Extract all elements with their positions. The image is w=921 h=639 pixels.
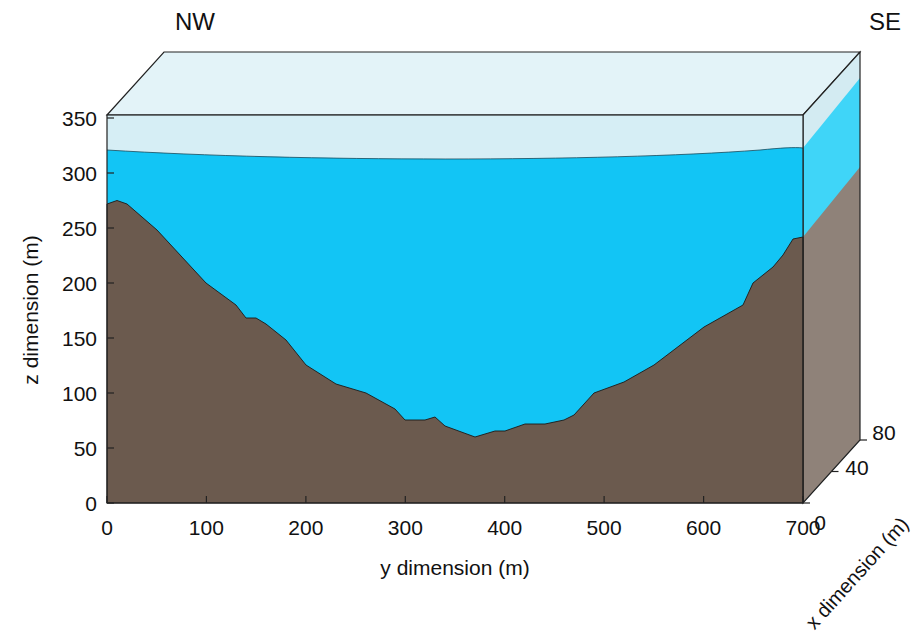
top-face xyxy=(107,52,860,115)
y-axis-ticks xyxy=(107,496,803,503)
tick-label: 0 xyxy=(85,493,97,514)
tick-label: 400 xyxy=(487,517,522,538)
tick-label: 0 xyxy=(101,517,113,538)
valley-terrain xyxy=(107,201,803,504)
tick-label: 250 xyxy=(62,218,97,239)
tick-label: 350 xyxy=(62,108,97,129)
tick-label: 40 xyxy=(845,457,868,478)
tick-label: 0 xyxy=(814,512,826,533)
tick-label: 100 xyxy=(189,517,224,538)
direction-label: NW xyxy=(175,10,215,34)
water-surface xyxy=(107,148,803,159)
front-frame xyxy=(107,115,803,503)
front-air xyxy=(107,115,803,503)
tick-label: 50 xyxy=(74,438,97,459)
z-axis-ticks xyxy=(107,118,114,503)
right-face-terrain xyxy=(803,167,860,503)
tick-label: 100 xyxy=(62,383,97,404)
axis-title: z dimension (m) xyxy=(20,235,41,384)
tick-label: 200 xyxy=(288,517,323,538)
tick-label: 300 xyxy=(388,517,423,538)
tick-label: 200 xyxy=(62,273,97,294)
tick-label: 150 xyxy=(62,328,97,349)
tick-label: 300 xyxy=(62,163,97,184)
right-face-outline xyxy=(803,52,860,503)
axis-title: y dimension (m) xyxy=(380,557,529,578)
tick-label: 600 xyxy=(686,517,721,538)
direction-label: SE xyxy=(869,10,901,34)
tick-label: 80 xyxy=(872,422,895,443)
right-face-water xyxy=(803,78,860,503)
right-face-air xyxy=(803,52,860,503)
front-water xyxy=(107,148,803,503)
tick-label: 500 xyxy=(587,517,622,538)
